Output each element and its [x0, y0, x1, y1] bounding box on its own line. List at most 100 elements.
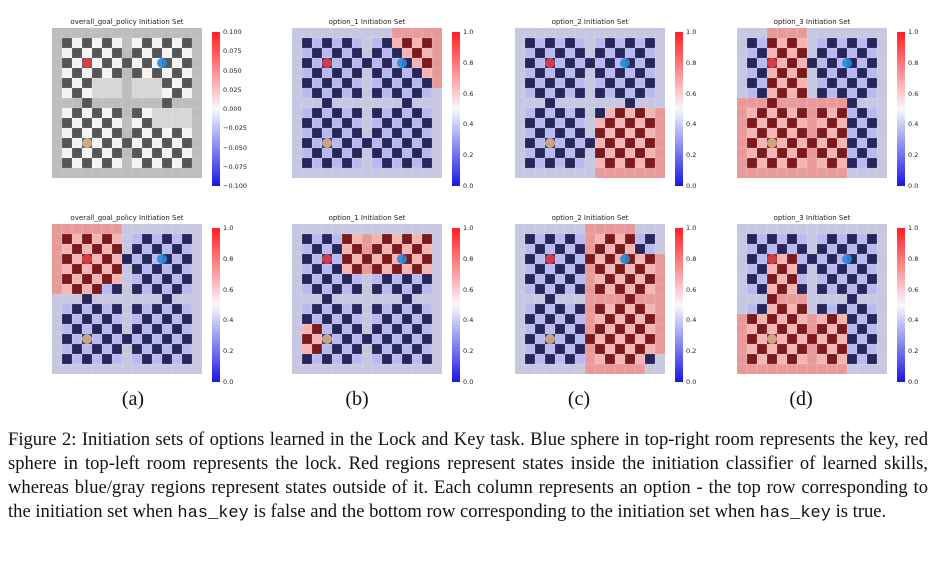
- floor-cell: [342, 334, 353, 345]
- floor-cell: [575, 148, 586, 159]
- wall-cell: [655, 68, 665, 79]
- floor-cell: [102, 148, 113, 159]
- wall-cell: [392, 168, 403, 178]
- floor-cell: [382, 88, 393, 99]
- wall-cell: [432, 264, 442, 275]
- wall-cell: [152, 364, 163, 374]
- wall-cell: [72, 224, 83, 235]
- wall-cell: [847, 224, 858, 235]
- floor-cell: [162, 118, 173, 129]
- floor-cell: [142, 48, 153, 59]
- wall-cell: [192, 254, 202, 265]
- wall-cell: [192, 244, 202, 255]
- floor-cell: [102, 304, 113, 315]
- floor-cell: [62, 324, 73, 335]
- floor-cell: [787, 48, 798, 59]
- wall-cell: [52, 294, 63, 305]
- colorbar-tick-label: 0.2: [686, 347, 697, 356]
- floor-cell: [412, 138, 423, 149]
- wall-cell: [52, 284, 63, 295]
- wall-cell: [515, 168, 526, 178]
- floor-cell: [827, 68, 838, 79]
- floor-cell: [787, 344, 798, 355]
- floor-cell: [382, 234, 393, 245]
- wall-cell: [432, 78, 442, 89]
- floor-cell: [817, 48, 828, 59]
- floor-cell: [322, 148, 333, 159]
- colorbar-tick-label: 0.8: [908, 254, 919, 263]
- floor-cell: [575, 254, 586, 265]
- wall-cell: [362, 78, 373, 89]
- floor-cell: [342, 284, 353, 295]
- wall-cell: [605, 168, 616, 178]
- floor-cell: [132, 274, 143, 285]
- floor-cell: [747, 244, 758, 255]
- wall-cell: [635, 168, 646, 178]
- wall-cell: [545, 224, 556, 235]
- floor-cell: [565, 158, 576, 169]
- wall-cell: [837, 28, 848, 39]
- floor-cell: [342, 254, 353, 265]
- floor-cell: [555, 304, 566, 315]
- wall-cell: [645, 28, 656, 39]
- wall-cell: [747, 168, 758, 178]
- floor-cell: [62, 138, 73, 149]
- wall-cell: [292, 274, 303, 285]
- wall-cell: [52, 58, 63, 69]
- floor-cell: [402, 264, 413, 275]
- floor-cell: [817, 264, 828, 275]
- wall-cell: [525, 294, 536, 305]
- wall-cell: [807, 148, 818, 159]
- floor-cell: [827, 254, 838, 265]
- floor-cell: [827, 334, 838, 345]
- floor-cell: [392, 88, 403, 99]
- colorbar-gradient: [452, 32, 460, 186]
- wall-cell: [112, 168, 123, 178]
- floor-cell: [525, 264, 536, 275]
- colorbar-tick-label: 1.0: [463, 224, 474, 232]
- floor-cell: [575, 244, 586, 255]
- wall-cell: [877, 28, 887, 39]
- floor-cell: [525, 58, 536, 69]
- floor-cell: [402, 128, 413, 139]
- wall-cell: [565, 294, 576, 305]
- floor-cell: [747, 158, 758, 169]
- floor-cell: [615, 274, 626, 285]
- floor-cell: [412, 158, 423, 169]
- floor-cell: [757, 304, 768, 315]
- floor-cell: [797, 254, 808, 265]
- floor-cell: [132, 304, 143, 315]
- floor-cell: [182, 354, 193, 365]
- floor-cell: [595, 264, 606, 275]
- wall-cell: [192, 158, 202, 169]
- wall-cell: [827, 98, 838, 109]
- wall-cell: [192, 354, 202, 365]
- floor-cell: [827, 38, 838, 49]
- colorbar-tick-label: −0.100: [223, 182, 248, 190]
- floor-cell: [797, 324, 808, 335]
- wall-cell: [807, 158, 818, 169]
- wall-cell: [737, 68, 748, 79]
- wall-cell: [515, 284, 526, 295]
- floor-cell: [777, 234, 788, 245]
- floor-cell: [392, 158, 403, 169]
- floor-cell: [102, 234, 113, 245]
- wall-cell: [827, 294, 838, 305]
- wall-cell: [362, 48, 373, 59]
- floor-cell: [132, 138, 143, 149]
- wall-cell: [817, 168, 828, 178]
- floor-cell: [332, 324, 343, 335]
- floor-cell: [777, 244, 788, 255]
- floor-cell: [797, 138, 808, 149]
- floor-cell: [767, 314, 778, 325]
- floor-cell: [392, 314, 403, 325]
- wall-cell: [535, 294, 546, 305]
- floor-cell: [555, 138, 566, 149]
- floor-cell: [787, 148, 798, 159]
- floor-cell: [847, 38, 858, 49]
- floor-cell: [322, 344, 333, 355]
- wall-cell: [302, 98, 313, 109]
- wall-cell: [585, 344, 596, 355]
- wall-cell: [757, 28, 768, 39]
- floor-cell: [402, 324, 413, 335]
